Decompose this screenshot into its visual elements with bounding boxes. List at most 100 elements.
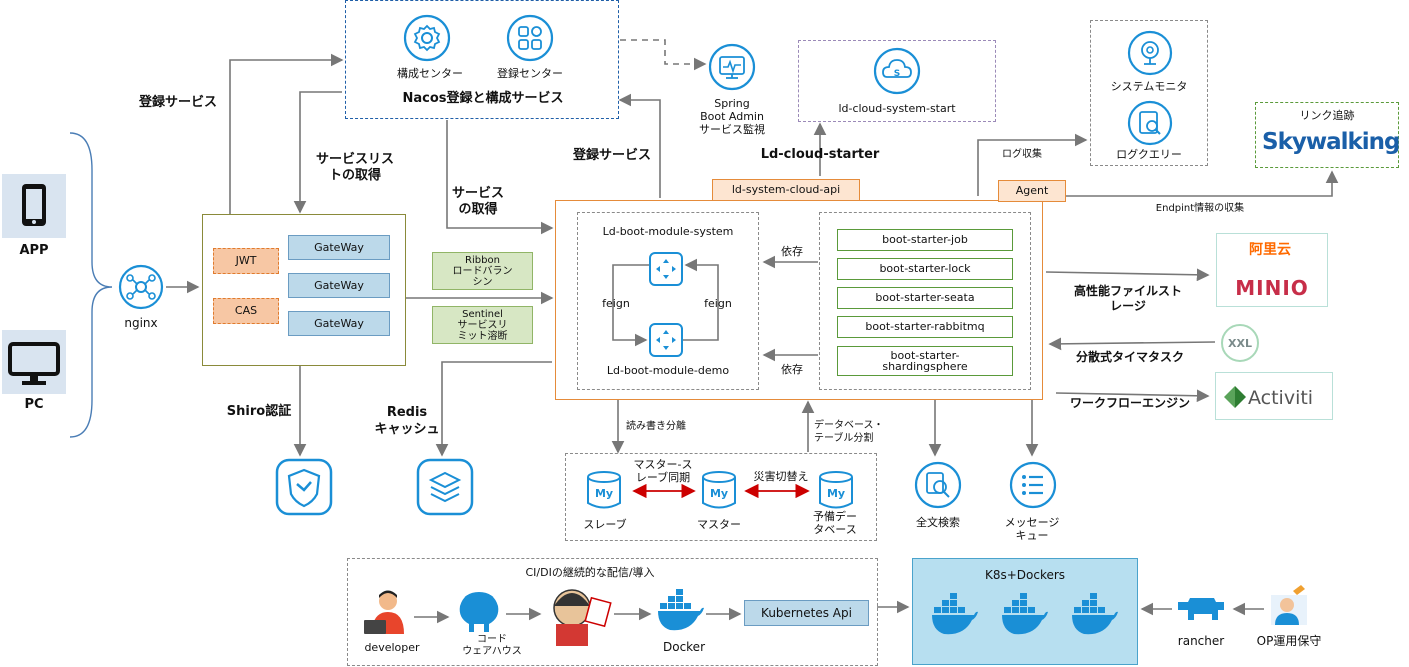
dependency-label-2: 依存 [781, 363, 803, 376]
repo-label: コード ウェアハウス [462, 634, 522, 657]
cloud-starter-label: Ld-cloud-starter [760, 147, 880, 162]
activiti-box [1215, 372, 1333, 420]
backup-label: 予備デー タベース [813, 510, 857, 536]
module-system-label: Ld-boot-module-system [602, 225, 734, 238]
cloud-api-label: ld-system-cloud-api [712, 179, 860, 201]
nacos-title: Nacos登録と構成サービス [402, 91, 564, 106]
search-icon [914, 461, 962, 513]
gateway-node-3: GateWay [288, 311, 390, 336]
starter-job: boot-starter-job [837, 229, 1013, 251]
message-queue-icon [1009, 461, 1057, 513]
module-demo-icon [648, 322, 684, 362]
service-list-label: サービスリス トの取得 [315, 152, 394, 183]
master-label: マスター [697, 518, 741, 531]
dependency-label-1: 依存 [781, 245, 803, 258]
log-collect-label: ログ収集 [1002, 149, 1042, 160]
developer-label: developer [364, 641, 420, 654]
cicd-box [347, 558, 878, 666]
register-label-mid: 登録サービス [572, 148, 651, 163]
k8s-api-box: Kubernetes Api [744, 600, 869, 626]
fulltext-label: 全文検索 [916, 516, 960, 529]
xxl-text: XXL [1228, 337, 1252, 350]
gateway-node-2: GateWay [288, 273, 390, 298]
nginx-icon [118, 264, 164, 314]
rw-split-label: 読み書き分離 [626, 421, 686, 432]
feign-right-label: feign [704, 297, 732, 310]
rancher-icon [1174, 596, 1228, 628]
log-search-icon [1127, 100, 1173, 150]
starter-seata: boot-starter-seata [837, 287, 1013, 309]
cloud-start-box [798, 40, 996, 122]
monitor-box [1090, 20, 1208, 166]
cloud-icon: S [873, 47, 921, 99]
developer-icon [360, 588, 412, 640]
gear-icon [403, 14, 451, 66]
slave-db-icon: My [585, 470, 623, 514]
cloud-start-label: ld-cloud-system-start [838, 102, 956, 115]
sentinel-box: Sentinel サービスリ ミット溶断 [432, 306, 533, 344]
docker-label: Docker [662, 640, 706, 654]
register-label-left: 登録サービス [138, 95, 217, 110]
ribbon-box: Ribbon ロードバラン シン [432, 252, 533, 290]
github-icon [456, 590, 502, 636]
k8s-title: K8s+Dockers [984, 568, 1066, 582]
shield-icon [275, 458, 333, 520]
grid-icon [506, 14, 554, 66]
config-center-label: 構成センター [397, 67, 463, 80]
docker-whale-1-icon [930, 592, 980, 642]
svg-text:S: S [894, 69, 900, 79]
log-query-label: ログクエリー [1116, 148, 1182, 161]
docker-icon [656, 588, 706, 638]
system-monitor-label: システムモニタ [1110, 80, 1188, 93]
database-stack-icon [416, 458, 474, 520]
starters-box [819, 212, 1031, 390]
sharding-label: データベース・ テーブル分割 [814, 420, 884, 444]
app-label: APP [19, 243, 49, 258]
feign-left-label: feign [602, 297, 630, 310]
webcam-icon [1127, 30, 1173, 80]
db-box [565, 453, 877, 541]
shiro-label: Shiro認証 [226, 404, 292, 419]
jwt-badge: JWT [213, 248, 279, 274]
workflow-label: ワークフローエンジン [1069, 396, 1190, 410]
slave-label: スレーブ [583, 518, 627, 531]
ops-label: OP運用保守 [1256, 634, 1322, 648]
file-storage-label: 高性能ファイルスト レージ [1073, 284, 1182, 313]
trace-label: リンク追跡 [1299, 109, 1355, 122]
my-text: My [827, 487, 845, 500]
docker-whale-2-icon [1000, 592, 1050, 642]
jenkins-icon [544, 584, 612, 652]
monitor-chart-icon [708, 43, 756, 95]
redis-label: Redis キャッシュ [374, 405, 440, 437]
rancher-label: rancher [1177, 634, 1225, 648]
gateway-box [202, 214, 406, 366]
service-get-label: サービス の取得 [451, 186, 504, 217]
cicd-title: CI/DIの継続的な配信/導入 [525, 566, 655, 579]
nacos-box [345, 0, 619, 119]
master-db-icon: My [700, 470, 738, 514]
monitor-icon [2, 330, 66, 394]
starter-lock: boot-starter-lock [837, 258, 1013, 280]
ops-icon [1267, 583, 1311, 631]
minio-logo: MINIO [1235, 276, 1309, 300]
xxl-logo: XXL [1220, 323, 1260, 367]
spring-admin-label: Spring Boot Admin サービス監視 [699, 97, 765, 136]
cas-badge: CAS [213, 298, 279, 324]
starter-rabbitmq: boot-starter-rabbitmq [837, 316, 1013, 338]
module-system-icon [648, 251, 684, 291]
scheduler-label: 分散式タイマタスク [1075, 350, 1184, 364]
endpoint-label: Endpint情報の収集 [1155, 203, 1245, 214]
disaster-label: 災害切替え [753, 470, 809, 483]
master-slave-label: マスター-ス レーブ同期 [633, 458, 693, 484]
aliyun-logo: 阿里云 [1249, 242, 1291, 258]
activiti-icon [1222, 384, 1248, 414]
activiti-logo: Activiti [1248, 387, 1314, 409]
skywalking-box [1255, 102, 1399, 168]
mq-label: メッセージ キュー [1004, 516, 1060, 542]
module-demo-label: Ld-boot-module-demo [606, 364, 730, 377]
starter-shardingsphere: boot-starter- shardingsphere [837, 346, 1013, 376]
my-text: My [710, 487, 728, 500]
registry-center-label: 登録センター [497, 67, 563, 80]
agent-label: Agent [998, 180, 1066, 202]
